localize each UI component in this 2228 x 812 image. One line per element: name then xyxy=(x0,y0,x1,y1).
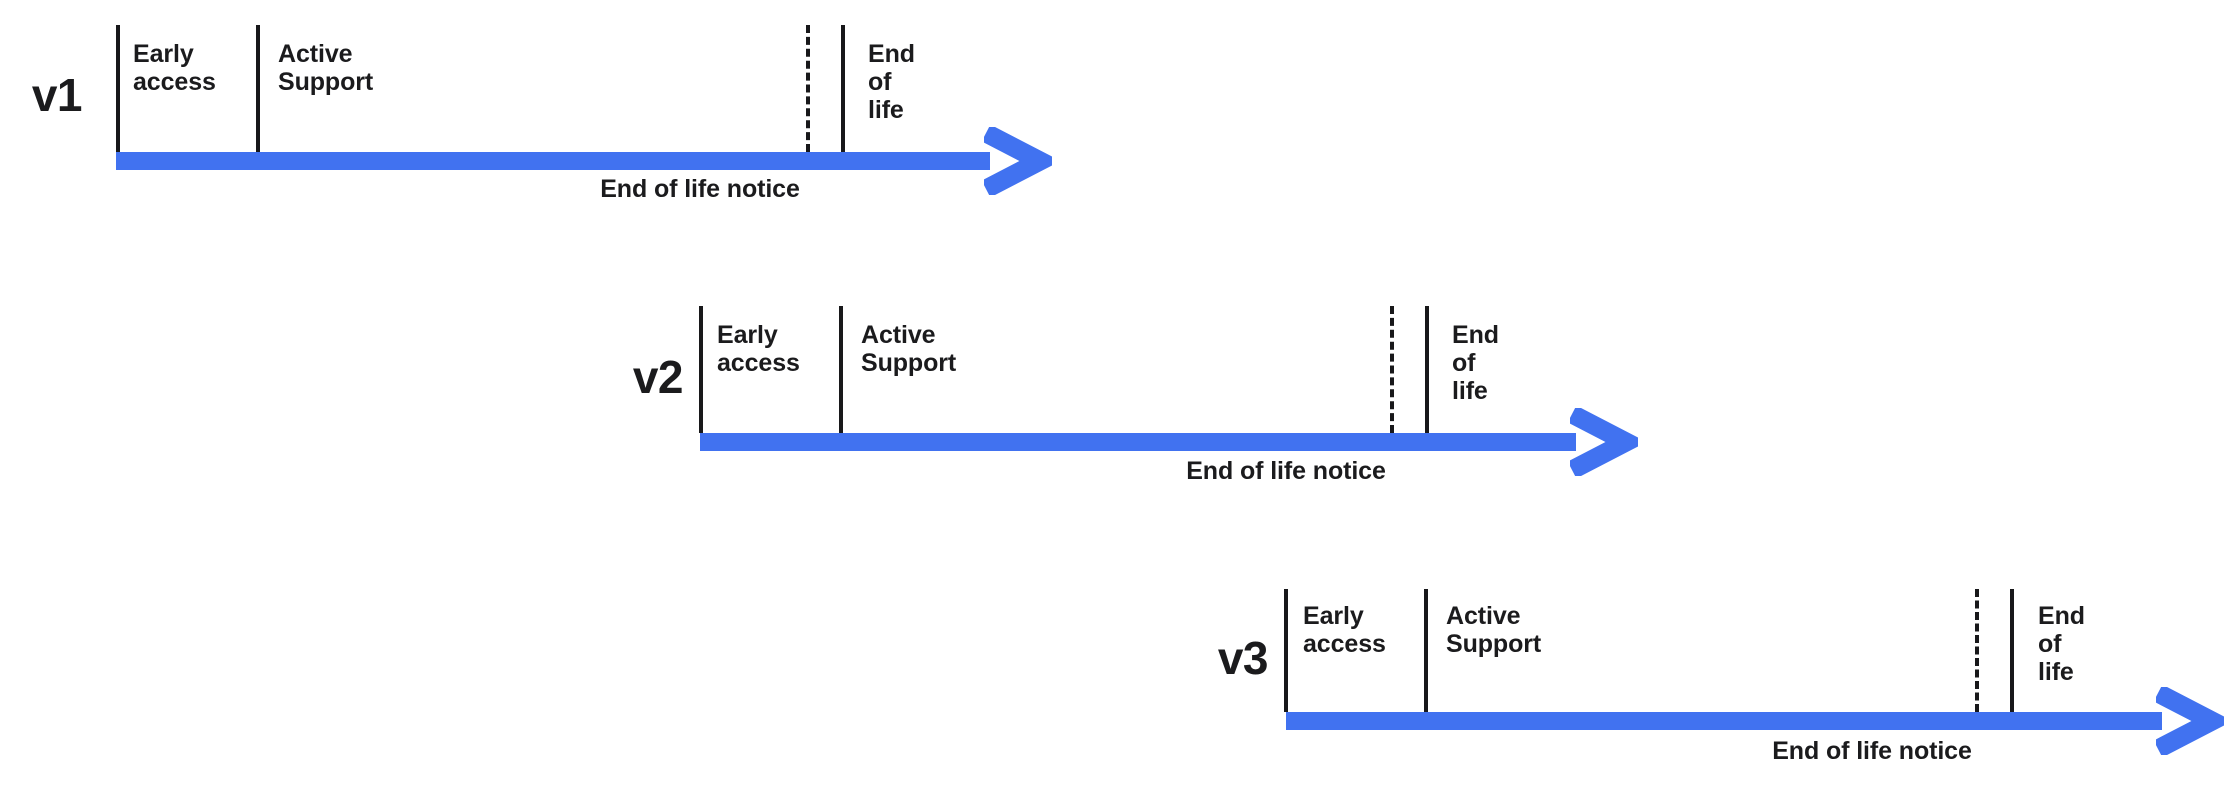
timeline-bar-v3 xyxy=(1286,712,2162,730)
phase-divider-v3-1 xyxy=(1424,589,1428,712)
version-label-v1: v1 xyxy=(31,69,83,121)
end-of-life-notice-marker-v1 xyxy=(806,25,810,152)
phase-label-v1-active-support: Active Support xyxy=(278,40,374,96)
timeline-arrowhead-v2 xyxy=(1570,408,1638,476)
end-of-life-notice-label-v1: End of life notice xyxy=(600,175,800,203)
phase-label-v2-active-support: Active Support xyxy=(861,321,957,377)
timeline-bar-v1 xyxy=(116,152,990,170)
phase-divider-v1-1 xyxy=(256,25,260,152)
phase-divider-v2-0 xyxy=(699,306,703,433)
version-label-v3: v3 xyxy=(1217,632,1269,684)
phase-divider-v2-1 xyxy=(839,306,843,433)
phase-divider-v1-0 xyxy=(116,25,120,152)
phase-label-v2-end-of-life: End of life xyxy=(1452,321,1499,405)
phase-label-v1-early-access: Early access xyxy=(133,40,216,96)
timeline-arrowhead-v1 xyxy=(984,127,1052,195)
version-label-v2: v2 xyxy=(632,351,684,403)
phase-divider-v3-2 xyxy=(2010,589,2014,712)
phase-divider-v2-2 xyxy=(1425,306,1429,433)
phase-label-v3-active-support: Active Support xyxy=(1446,602,1542,658)
phase-divider-v1-2 xyxy=(841,25,845,152)
end-of-life-notice-marker-v3 xyxy=(1975,589,1979,712)
phase-label-v2-early-access: Early access xyxy=(717,321,800,377)
timeline-bar-v2 xyxy=(700,433,1576,451)
end-of-life-notice-label-v3: End of life notice xyxy=(1772,737,1972,765)
timeline-arrowhead-v3 xyxy=(2156,687,2224,755)
phase-label-v3-end-of-life: End of life xyxy=(2038,602,2085,686)
phase-divider-v3-0 xyxy=(1284,589,1288,712)
end-of-life-notice-label-v2: End of life notice xyxy=(1186,457,1386,485)
phase-label-v3-early-access: Early access xyxy=(1303,602,1386,658)
phase-label-v1-end-of-life: End of life xyxy=(868,40,915,124)
end-of-life-notice-marker-v2 xyxy=(1390,306,1394,433)
